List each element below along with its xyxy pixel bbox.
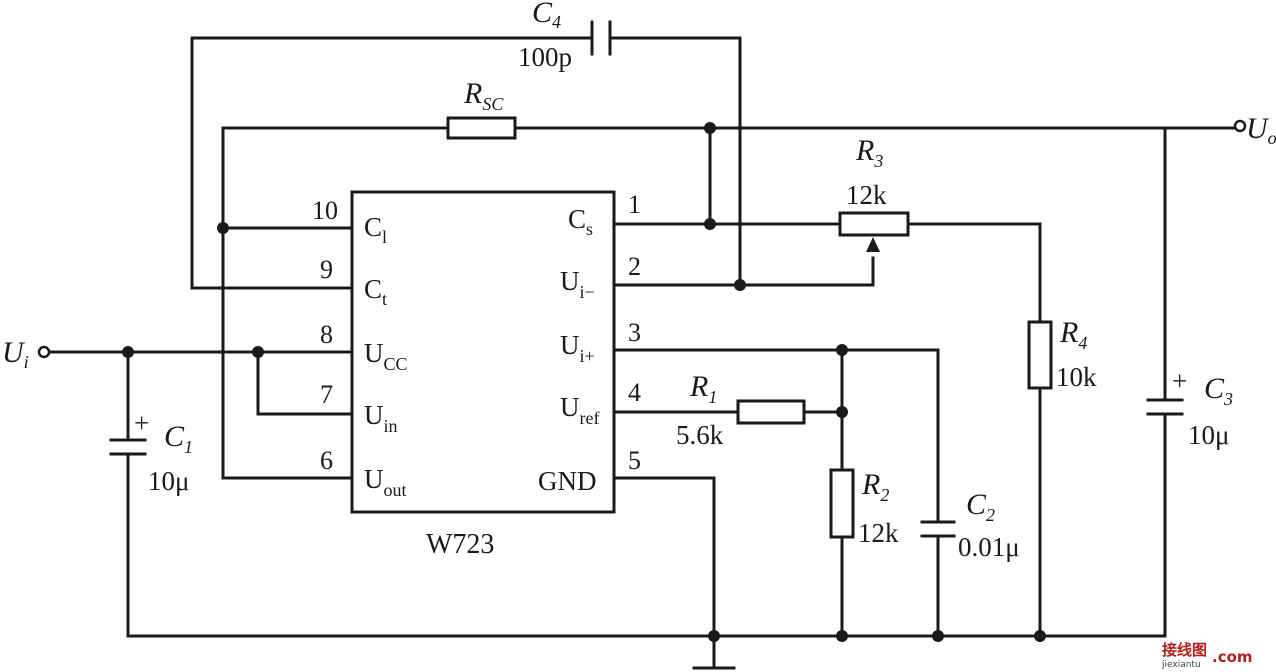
capacitor-c1 [109, 438, 147, 456]
c3-label: C3 [1204, 372, 1233, 409]
resistor-r1 [736, 399, 806, 425]
c2-value: 0.01μ [958, 532, 1020, 562]
junctions [122, 122, 1046, 642]
pin-name-ucc: UCC [364, 338, 408, 374]
c4-value: 100p [518, 42, 572, 72]
c3-polarity: + [1172, 366, 1187, 396]
c4-label: C4 [532, 0, 561, 32]
pin-name-ui-plus: Ui+ [560, 330, 595, 366]
watermark: 接线图 .com jiexiantu [1161, 641, 1253, 670]
pin-number-8: 8 [320, 320, 333, 349]
pin-name-uin: Uin [364, 400, 398, 436]
r3-value: 12k [846, 180, 887, 210]
pin-name-ct: Ct [364, 274, 387, 309]
resistor-rsc [446, 116, 517, 140]
r3-wiper-arrow [866, 237, 880, 252]
output-label: Uo [1246, 112, 1276, 148]
pin-name-uout: Uout [364, 464, 407, 500]
capacitor-c3 [1146, 398, 1184, 416]
pin-number-5: 5 [628, 446, 641, 475]
r2-label: R2 [861, 468, 889, 505]
capacitor-c4 [590, 20, 612, 56]
pin-number-4: 4 [628, 378, 641, 407]
pin-name-cl: Cl [364, 212, 387, 247]
c3-value: 10μ [1188, 420, 1229, 450]
r3-label: R3 [855, 134, 883, 171]
output-terminal [1233, 119, 1247, 133]
ic-name: W723 [426, 529, 494, 560]
c1-label: C1 [164, 420, 193, 457]
pin-number-2: 2 [628, 252, 641, 281]
r4-label: R4 [1059, 316, 1087, 353]
pin-number-10: 10 [312, 196, 338, 225]
pin-number-9: 9 [320, 255, 333, 284]
pin-name-ui-minus: Ui− [560, 266, 595, 302]
pin-name-uref: Uref [560, 392, 599, 428]
resistor-r4 [1027, 320, 1053, 390]
ic-w723-body [350, 190, 616, 514]
svg-text:接线图: 接线图 [1162, 641, 1207, 659]
c1-value: 10μ [148, 466, 189, 496]
pin-name-cs: Cs [568, 204, 593, 239]
capacitor-c2 [920, 520, 956, 538]
r4-value: 10k [1056, 362, 1097, 392]
pin-number-7: 7 [320, 380, 333, 409]
input-terminal [37, 345, 51, 359]
input-label: Ui [2, 336, 29, 372]
wires [46, 36, 1238, 670]
rsc-label: RSC [463, 77, 504, 114]
pin-number-1: 1 [628, 190, 641, 219]
svg-text:jiexiantu: jiexiantu [1161, 660, 1201, 670]
r1-value: 5.6k [676, 420, 724, 450]
c1-polarity: + [134, 408, 149, 438]
resistor-r2 [829, 468, 855, 539]
pin-number-6: 6 [320, 446, 333, 475]
pin-name-gnd: GND [538, 466, 597, 496]
potentiometer-r3 [838, 211, 910, 237]
pin-number-3: 3 [628, 318, 641, 347]
r2-value: 12k [858, 518, 899, 548]
r1-label: R1 [689, 370, 717, 407]
svg-text:.com: .com [1212, 648, 1253, 666]
c2-label: C2 [966, 488, 995, 525]
